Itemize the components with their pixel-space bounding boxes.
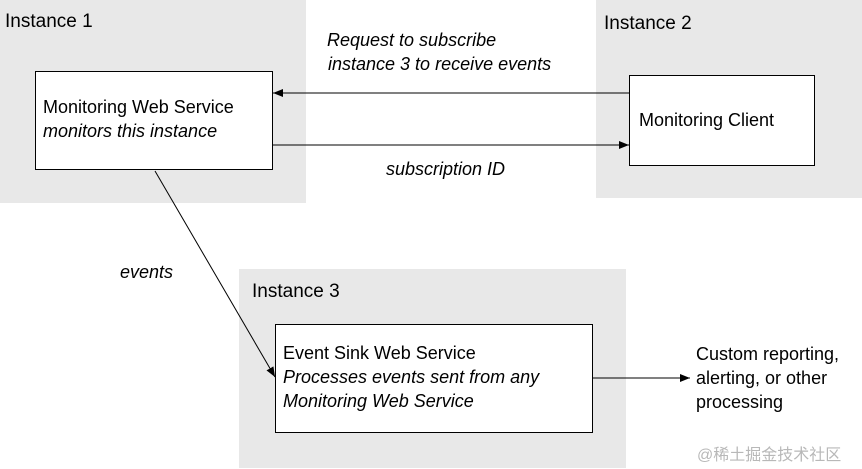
monitoring-client-label: Monitoring Client — [639, 110, 775, 130]
output-line-3: processing — [696, 392, 784, 412]
subscription-id-label: subscription ID — [386, 159, 506, 179]
instance-1-title: Instance 1 — [5, 11, 93, 32]
monitoring-web-service-box — [35, 71, 273, 170]
output-line-2: alerting, or other — [696, 368, 828, 388]
event-sink-web-service-box — [275, 324, 593, 433]
event-sink-description-line-2: Monitoring Web Service — [283, 391, 474, 411]
instance-3-title: Instance 3 — [252, 281, 340, 302]
events-label: events — [120, 262, 174, 282]
event-sink-description-line-1: Processes events sent from any — [283, 367, 540, 387]
output-line-1: Custom reporting, — [696, 344, 840, 364]
monitoring-web-service-description: monitors this instance — [43, 121, 218, 141]
instance-2-title: Instance 2 — [604, 13, 692, 34]
watermark: @稀土掘金技术社区 — [697, 447, 842, 464]
events-arrow — [154, 170, 276, 378]
request-label-line-2: instance 3 to receive events — [328, 54, 552, 74]
request-label-line-1: Request to subscribe — [327, 30, 497, 50]
event-sink-web-service-label: Event Sink Web Service — [283, 343, 476, 363]
monitoring-web-service-label: Monitoring Web Service — [43, 97, 234, 117]
monitoring-client-box — [629, 75, 815, 166]
